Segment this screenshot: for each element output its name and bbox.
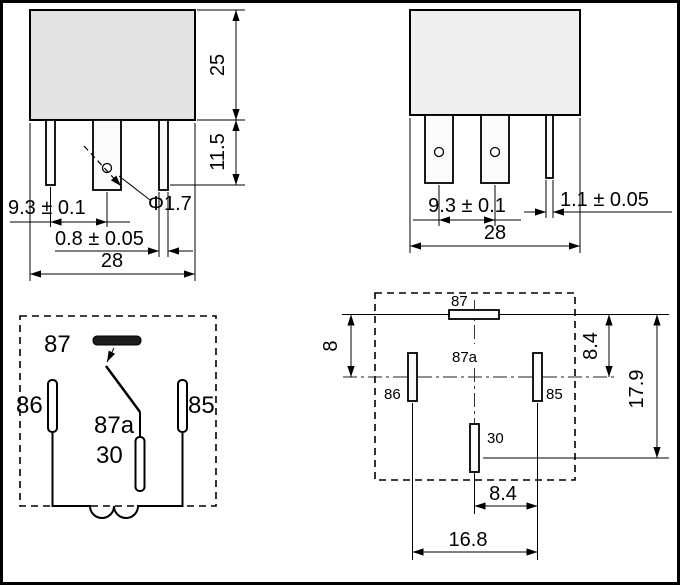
pin-layout-view: 87 87a 86 85 30 8 8.4 17.9 8.4 16.8 <box>320 292 669 560</box>
pin-85-symbol <box>177 379 188 433</box>
pin-right-front <box>158 119 169 191</box>
pin-30-symbol <box>134 436 146 492</box>
dim-87-to-center-label: 8 <box>320 340 342 351</box>
schematic-label-87: 87 <box>44 331 71 358</box>
schematic-label-85: 85 <box>188 392 215 419</box>
pin-30-pad <box>469 423 480 473</box>
switch-arm <box>104 365 142 413</box>
dim-hole-diameter-label: Φ1.7 <box>148 193 192 215</box>
dim-pin-thickness-label: 0.8 ± 0.05 <box>55 228 144 250</box>
layout-label-30: 30 <box>487 430 504 447</box>
relay-body-side <box>409 9 581 116</box>
front-view: 25 11.5 9.3 ± 0.1 Φ1.7 0.8 ± 0.05 28 <box>8 9 245 281</box>
pin-86-pad <box>407 352 418 402</box>
side-view: 9.3 ± 0.1 1.1 ± 0.05 28 <box>409 9 672 253</box>
dim-pin-pitch-label: 9.3 ± 0.1 <box>8 197 86 219</box>
schematic-label-30: 30 <box>96 442 123 469</box>
actuation-arrow <box>106 347 116 363</box>
dim-pin-thickness-side-label: 1.1 ± 0.05 <box>560 189 649 211</box>
layout-label-87a: 87a <box>452 349 478 366</box>
pin-hole-2-side <box>489 146 501 158</box>
pin-87-pad <box>448 309 500 320</box>
contact-87-bar <box>92 335 142 346</box>
pin-85-pad <box>532 352 543 402</box>
front-view-dimensions: 25 11.5 9.3 ± 0.1 Φ1.7 0.8 ± 0.05 28 <box>8 9 245 281</box>
pin-thin-side <box>545 114 554 179</box>
schematic-view: 87 87a 30 86 85 <box>16 315 217 519</box>
coil-winding <box>51 432 184 519</box>
pin-layout-dimensions: 8 8.4 17.9 8.4 16.8 <box>320 314 661 556</box>
dim-30-to-85-label: 8.4 <box>489 483 517 505</box>
side-view-dimensions: 9.3 ± 0.1 1.1 ± 0.05 28 <box>409 118 672 253</box>
schematic-label-87a: 87a <box>94 412 135 439</box>
dim-overall-width-label: 28 <box>101 250 123 272</box>
schematic-outline <box>19 315 217 507</box>
dim-pin-pitch-side-label: 9.3 ± 0.1 <box>428 195 506 217</box>
layout-label-86: 86 <box>384 386 401 403</box>
hole-pointer-arrow <box>83 145 122 187</box>
dim-overall-depth-label: 17.9 <box>626 370 648 409</box>
layout-label-85: 85 <box>546 386 563 403</box>
schematic-label-86: 86 <box>16 392 43 419</box>
dim-pin-length-label: 11.5 <box>207 133 229 170</box>
pin-hole-front <box>101 162 113 174</box>
pin-left-front <box>45 119 56 186</box>
dim-center-offset-label: 8.4 <box>580 332 602 360</box>
dim-86-to-85-label: 16.8 <box>449 529 488 551</box>
pin-86-symbol <box>47 379 58 433</box>
dim-overall-width-side-label: 28 <box>484 222 506 244</box>
layout-label-87: 87 <box>451 293 468 310</box>
dim-body-height-label: 25 <box>207 54 229 76</box>
pin-hole-1-side <box>433 146 445 158</box>
relay-body-front <box>29 9 196 121</box>
pin-middle-front <box>92 119 122 191</box>
